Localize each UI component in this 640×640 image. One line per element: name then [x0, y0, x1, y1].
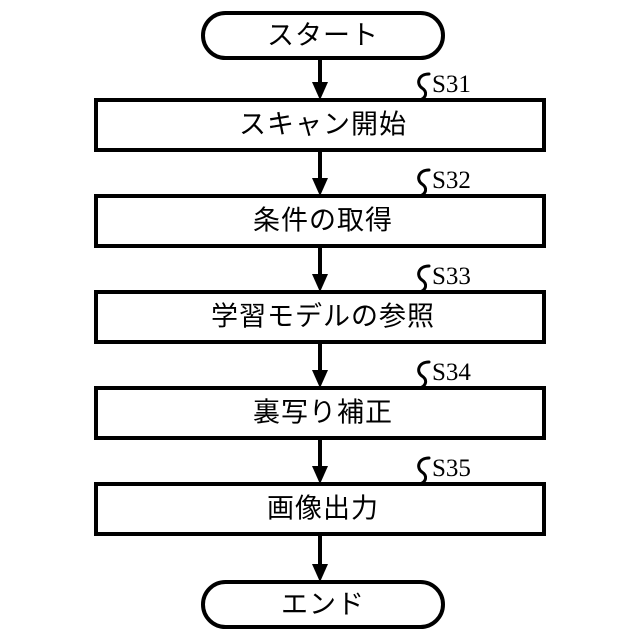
node-step-s32[interactable]: 条件の取得 — [94, 194, 546, 248]
connector-s31-to-s32 — [312, 150, 328, 196]
step-id-s32: S32 — [432, 167, 471, 194]
node-start-terminator[interactable]: スタート — [201, 11, 445, 60]
connector-s34-to-s35 — [312, 438, 328, 484]
step-id-s35: S35 — [432, 455, 471, 482]
step-id-s34: S34 — [432, 359, 471, 386]
connector-start-to-s31 — [312, 57, 328, 100]
end-terminator-shape — [201, 580, 445, 629]
step-label-s35: S35 — [417, 455, 471, 486]
leader-squiggle-icon-s32 — [417, 168, 431, 198]
step-s33-box — [94, 290, 546, 344]
step-s33-label: 学習モデルの参照 — [211, 302, 435, 333]
step-label-s34: S34 — [417, 359, 471, 390]
step-s34-label: 裏写り補正 — [253, 398, 393, 429]
connector-s35-to-end — [312, 534, 328, 582]
connector-group — [312, 57, 328, 582]
leader-squiggle-icon-s33 — [417, 264, 431, 294]
connector-s33-to-s34 — [312, 342, 328, 388]
node-step-s31[interactable]: スキャン開始 — [94, 98, 546, 152]
node-step-s33[interactable]: 学習モデルの参照 — [94, 290, 546, 344]
leader-squiggle-icon-s35 — [417, 456, 431, 486]
end-terminator-label: エンド — [281, 590, 365, 621]
start-terminator-shape — [201, 11, 445, 60]
start-terminator-label: スタート — [267, 21, 379, 52]
step-id-s33: S33 — [432, 263, 471, 290]
connector-s32-to-s33 — [312, 246, 328, 292]
step-s32-label: 条件の取得 — [253, 206, 393, 237]
leader-squiggle-icon-s31 — [417, 72, 431, 102]
step-s35-box — [94, 482, 546, 536]
step-label-s32: S32 — [417, 167, 471, 198]
node-step-s35[interactable]: 画像出力 — [94, 482, 546, 536]
step-s31-label: スキャン開始 — [239, 110, 407, 141]
step-s34-box — [94, 386, 546, 440]
step-label-s31: S31 — [417, 71, 471, 102]
step-label-s33: S33 — [417, 263, 471, 294]
step-id-s31: S31 — [432, 71, 471, 98]
step-s35-label: 画像出力 — [267, 494, 379, 525]
node-end-terminator[interactable]: エンド — [201, 580, 445, 629]
step-s31-box — [94, 98, 546, 152]
leader-squiggle-icon-s34 — [417, 360, 431, 390]
node-step-s34[interactable]: 裏写り補正 — [94, 386, 546, 440]
step-s32-box — [94, 194, 546, 248]
